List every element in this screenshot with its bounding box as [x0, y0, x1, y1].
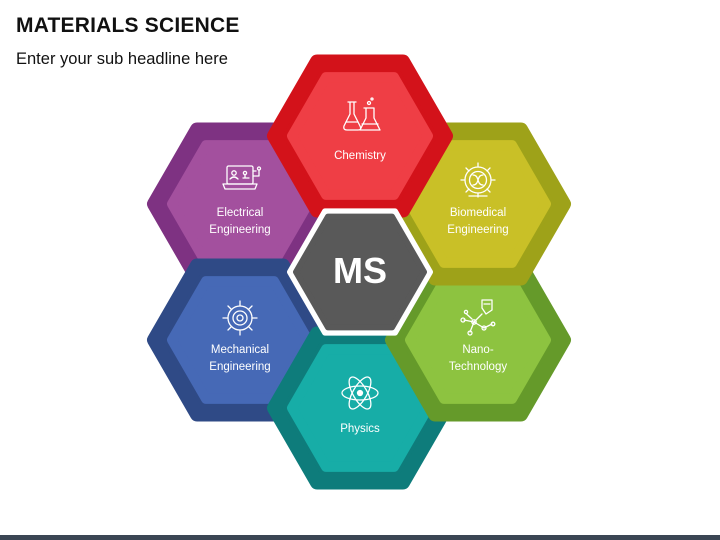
segment-electrical-label-line1: Electrical	[217, 207, 264, 219]
flask-icon	[343, 97, 381, 131]
center-label: MS	[333, 250, 387, 291]
biomedical-gear-icon	[460, 162, 496, 198]
segment-electrical-label-line2: Engineering	[209, 224, 270, 236]
segment-physics-label: Physics	[340, 423, 380, 435]
center-hub: MS	[287, 208, 433, 336]
segment-mechanical-label-line2: Engineering	[209, 361, 270, 373]
atom-icon	[341, 376, 379, 410]
segment-biomedical-label-line1: Biomedical	[450, 207, 506, 219]
segment-chemistry-inner-hex	[287, 72, 433, 200]
segment-chemistry-label: Chemistry	[334, 150, 386, 162]
laptop-circuit-icon	[222, 165, 262, 190]
segment-nanotech-inner-hex	[405, 276, 551, 404]
bottom-bar	[0, 535, 720, 540]
segment-biomedical-label-line2: Engineering	[447, 224, 508, 236]
page-subtitle: Enter your sub headline here	[16, 50, 228, 68]
segment-nanotech-label-line1: Nano-	[462, 344, 493, 356]
page-title: MATERIALS SCIENCE	[16, 14, 240, 37]
segment-chemistry: Chemistry	[267, 54, 453, 218]
segment-nanotech-label-line2: Technology	[449, 361, 507, 373]
gear-icon	[222, 300, 258, 336]
molecule-hand-icon	[460, 299, 496, 336]
center-hex	[293, 213, 427, 331]
segment-mechanical-label-line1: Mechanical	[211, 344, 269, 356]
